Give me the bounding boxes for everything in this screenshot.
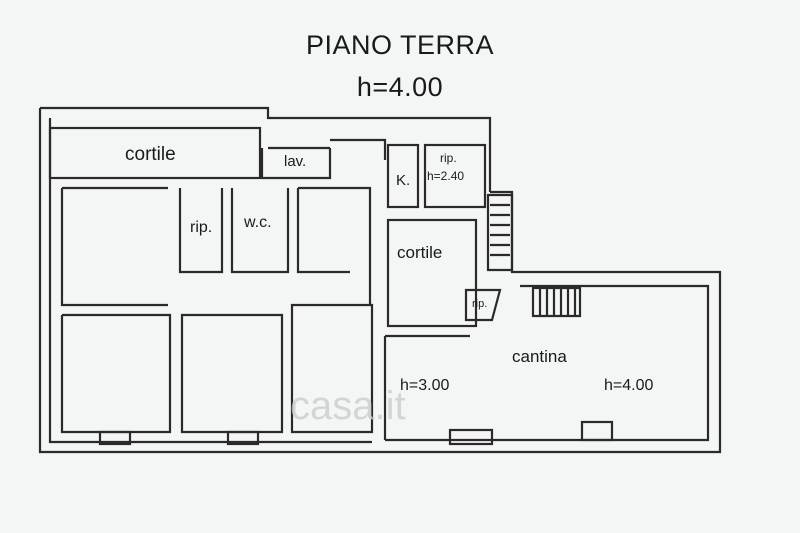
cortile-top-room (48, 126, 262, 180)
stair-top (486, 193, 514, 272)
cortile-mid-room (386, 218, 478, 328)
door-3 (448, 428, 494, 446)
inner-wall-left (48, 118, 372, 444)
label-lav: lav. (284, 153, 306, 170)
label-cortile-mid: cortile (397, 243, 442, 262)
room-a (60, 188, 168, 307)
label-cortile-top: cortile (125, 144, 176, 165)
walls (38, 106, 722, 454)
room-c (180, 313, 284, 434)
plan-title: PIANO TERRA (305, 30, 495, 60)
lav-room (260, 148, 332, 180)
label-h-right: h=4.00 (604, 377, 653, 394)
label-rip-small: rip. (472, 298, 487, 310)
rip-left-room (178, 188, 224, 274)
label-rip-top-height: h=2.40 (427, 169, 464, 183)
plan-height: h=4.00 (356, 72, 444, 102)
door-4 (580, 420, 614, 442)
label-wc: w.c. (243, 214, 272, 231)
k-room (386, 143, 420, 209)
outer-wall-top (40, 106, 492, 192)
label-rip-top: rip. (440, 151, 457, 165)
label-h-left: h=3.00 (400, 377, 449, 394)
room-d (290, 303, 374, 434)
door-2 (226, 430, 260, 446)
label-k: K. (396, 172, 410, 189)
room-b (60, 313, 172, 434)
door-1 (98, 430, 132, 446)
rip-small-room (464, 288, 502, 322)
inner-wall-cantina (385, 284, 710, 442)
label-rip-left: rip. (190, 219, 212, 236)
outer-wall-right (378, 190, 722, 454)
wc-room (230, 188, 290, 274)
label-cantina: cantina (512, 347, 567, 366)
watermark: casa.it (290, 384, 406, 428)
outer-wall-left (38, 108, 378, 454)
stair-cantina (531, 286, 582, 318)
rip-top-room (423, 143, 487, 209)
